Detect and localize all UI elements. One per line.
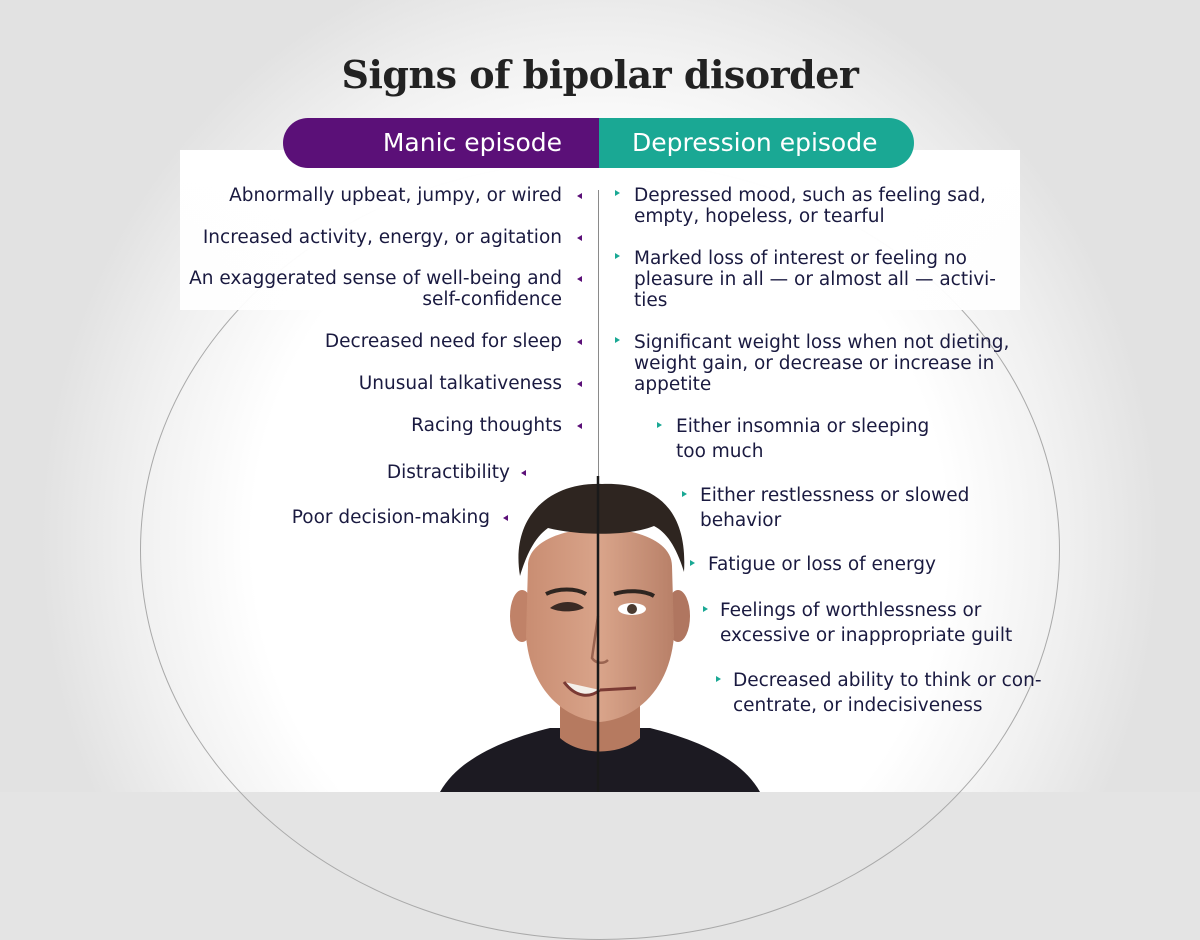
manic-bullet-icon xyxy=(521,470,526,476)
manic-item-exaggerated-sense-line1: An exaggerated sense of well-being and xyxy=(189,268,562,289)
manic-item-decreased-sleep: Decreased need for sleep xyxy=(324,331,562,352)
depression-item-loss-interest-line3: ties xyxy=(634,290,668,311)
depression-item-loss-interest-line2: pleasure in all — or almost all — activi… xyxy=(634,269,996,290)
depression-bullet-icon xyxy=(690,560,695,566)
depression-item-weight-line2: weight gain, or decrease or increase in xyxy=(634,353,995,374)
manic-item-distractibility: Distractibility xyxy=(386,462,510,483)
depression-item-weight-line3: appetite xyxy=(634,374,712,395)
depression-episode-header: Depression episode xyxy=(599,118,914,168)
depression-item-restlessness-line2: behavior xyxy=(700,510,782,531)
manic-item-increased-activity: Increased activity, energy, or agitation xyxy=(202,227,562,248)
depression-bullet-icon xyxy=(615,337,620,343)
depression-item-concentrate-line2: centrate, or indecisiveness xyxy=(733,695,983,716)
manic-bullet-icon xyxy=(577,381,582,387)
depression-bullet-icon xyxy=(703,606,708,612)
manic-bullet-icon xyxy=(503,515,508,521)
manic-bullet-icon xyxy=(577,423,582,429)
depression-item-insomnia-line1: Either insomnia or sleeping xyxy=(676,416,930,437)
depression-item-weight-line1: Significant weight loss when not dieting… xyxy=(634,332,1010,353)
depression-bullet-icon xyxy=(615,190,620,196)
page-title: Signs of bipolar disorder xyxy=(341,52,859,97)
manic-bullet-icon xyxy=(577,193,582,199)
manic-item-exaggerated-sense-line2: self-confidence xyxy=(422,289,562,310)
manic-item-poor-decisions: Poor decision-making xyxy=(291,507,490,528)
manic-item-racing-thoughts: Racing thoughts xyxy=(411,415,562,436)
depression-item-fatigue: Fatigue or loss of energy xyxy=(708,554,936,575)
depression-item-concentrate-line1: Decreased ability to think or con- xyxy=(733,670,1042,691)
depression-item-mood-line2: empty, hopeless, or tearful xyxy=(634,206,885,227)
manic-episode-header: Manic episode xyxy=(283,118,599,168)
depression-bullet-icon xyxy=(716,676,721,682)
depression-item-insomnia-line2: too much xyxy=(676,441,764,462)
depression-item-worthlessness-line1: Feelings of worthlessness or xyxy=(720,600,982,621)
ring-mask xyxy=(180,150,1020,310)
manic-bullet-icon xyxy=(577,339,582,345)
manic-bullet-icon xyxy=(577,276,582,282)
manic-item-upbeat: Abnormally upbeat, jumpy, or wired xyxy=(229,185,562,206)
depression-item-restlessness-line1: Either restlessness or slowed xyxy=(700,485,970,506)
depression-item-loss-interest-line1: Marked loss of interest or feeling no xyxy=(634,248,967,269)
split-face-portrait xyxy=(440,476,760,792)
depression-item-mood-line1: Depressed mood, such as feeling sad, xyxy=(634,185,986,206)
manic-item-talkativeness: Unusual talkativeness xyxy=(358,373,562,394)
depression-bullet-icon xyxy=(682,491,687,497)
depression-bullet-icon xyxy=(657,422,662,428)
manic-bullet-icon xyxy=(577,235,582,241)
depression-bullet-icon xyxy=(615,253,620,259)
depression-item-worthlessness-line2: excessive or inappropriate guilt xyxy=(720,625,1013,646)
